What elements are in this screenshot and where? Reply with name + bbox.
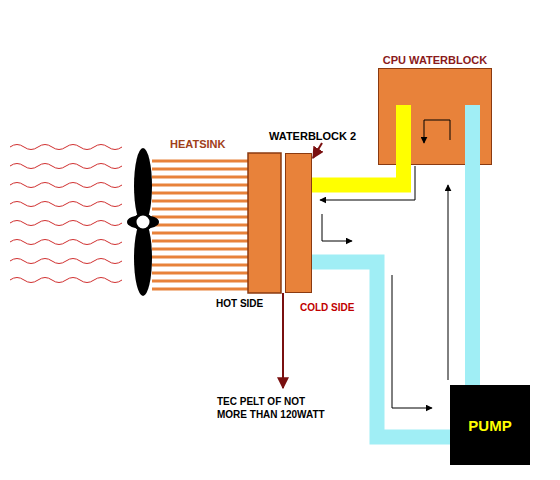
side-label: HOT SIDE xyxy=(216,298,263,309)
cpu-waterblock: CPU WATERBLOCK xyxy=(378,68,492,165)
waterblock-plate: WATERBLOCK 2 xyxy=(285,153,312,293)
heatsink-fin xyxy=(152,288,248,291)
heatsink-fin xyxy=(152,168,248,171)
yellow-tube-stub xyxy=(396,105,411,165)
heatsink-fins xyxy=(152,161,248,289)
cyan-tube-stub xyxy=(465,105,480,165)
coolant-tube xyxy=(312,165,404,185)
fan-symbol xyxy=(127,148,159,296)
pump-box: PUMP xyxy=(450,385,530,465)
heatsink-fin xyxy=(152,256,248,259)
airflow-wave xyxy=(10,183,122,188)
waterblock-channels xyxy=(378,68,492,165)
heatsink-fin xyxy=(152,264,248,267)
airflow-wave xyxy=(10,259,122,264)
heatsink-fin xyxy=(152,160,248,163)
heatsink-fin xyxy=(152,232,248,235)
tec-leader xyxy=(282,293,284,388)
part-label: HEATSINK xyxy=(170,138,225,150)
hot-side-plate xyxy=(248,153,281,293)
node-label: WATERBLOCK 2 xyxy=(269,130,356,142)
airflow-wave xyxy=(10,164,122,169)
node-label: PUMP xyxy=(468,417,511,434)
airflow-wave xyxy=(10,221,122,226)
note-label: TEC PELT OF NOT MORE THAN 120WATT xyxy=(217,396,335,421)
flow-arrow xyxy=(424,120,450,143)
coolant-tube xyxy=(465,165,480,385)
heatsink-fin xyxy=(152,184,248,187)
heatsink-fin xyxy=(152,280,248,283)
heatsink-fin xyxy=(152,192,248,195)
airflow-wave xyxy=(10,145,122,150)
coolant-tube xyxy=(312,262,450,437)
heatsink-fin xyxy=(152,240,248,243)
heatsink-fin xyxy=(152,176,248,179)
heatsink-fin xyxy=(152,216,248,219)
side-label: COLD SIDE xyxy=(300,302,354,313)
airflow-wave xyxy=(10,240,122,245)
heatsink-fin xyxy=(152,200,248,203)
heatsink-fin xyxy=(152,224,248,227)
heatsink-fin xyxy=(152,248,248,251)
node-label: CPU WATERBLOCK xyxy=(349,54,521,66)
airflow-wave xyxy=(10,202,122,207)
heatsink-fin xyxy=(152,272,248,275)
airflow-waves xyxy=(10,145,122,283)
waterblock-leader xyxy=(313,143,322,158)
airflow-wave xyxy=(10,278,122,283)
heatsink-fin xyxy=(152,208,248,211)
